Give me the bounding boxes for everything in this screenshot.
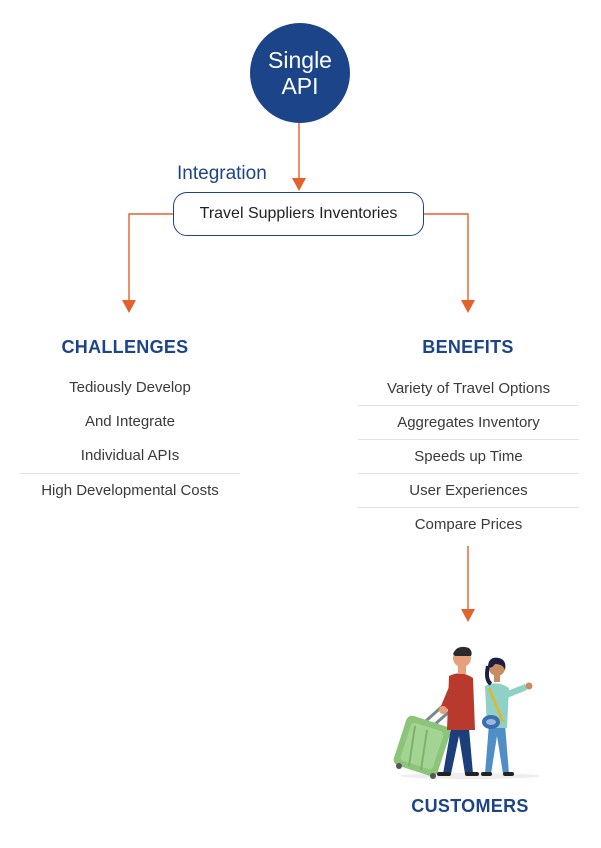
benefit-item: Aggregates Inventory — [358, 406, 579, 440]
inventory-label: Travel Suppliers Inventories — [199, 205, 398, 222]
arrow-inventory-to-challenges — [128, 213, 173, 300]
benefit-item: Variety of Travel Options — [358, 372, 579, 406]
challenge-item: Tediously Develop — [69, 379, 191, 396]
arrow-inventory-to-benefits — [424, 213, 469, 300]
single-api-label-line1: Single — [268, 47, 332, 73]
suitcase-icon — [393, 700, 453, 779]
travel-suppliers-inventories-node: Travel Suppliers Inventories — [173, 192, 424, 236]
challenge-item: And Integrate — [84, 413, 176, 430]
challenge-item: High Developmental Costs — [20, 473, 240, 508]
man-traveler-icon — [437, 646, 479, 776]
single-api-node: Single API — [250, 23, 350, 123]
travelers-illustration — [393, 646, 540, 779]
woman-traveler-icon — [481, 657, 533, 776]
challenge-item: Individual APIs — [80, 447, 180, 464]
arrowhead-customers — [461, 609, 475, 622]
arrowhead-challenges — [122, 300, 136, 313]
benefit-item: Compare Prices — [414, 516, 523, 533]
single-api-label-line2: API — [281, 73, 319, 99]
benefit-item: Speeds up Time — [358, 440, 579, 474]
benefit-item: User Experiences — [358, 474, 579, 508]
integration-label: Integration — [177, 163, 267, 184]
arrowhead-benefits — [461, 300, 475, 313]
benefits-list: Variety of Travel Options Aggregates Inv… — [358, 372, 579, 542]
benefits-heading: BENEFITS — [422, 337, 514, 357]
challenges-heading: CHALLENGES — [61, 337, 189, 357]
customers-label: CUSTOMERS — [411, 796, 529, 816]
arrowhead-api-to-inventory — [292, 178, 306, 191]
challenges-list: Tediously Develop And Integrate Individu… — [20, 371, 240, 508]
